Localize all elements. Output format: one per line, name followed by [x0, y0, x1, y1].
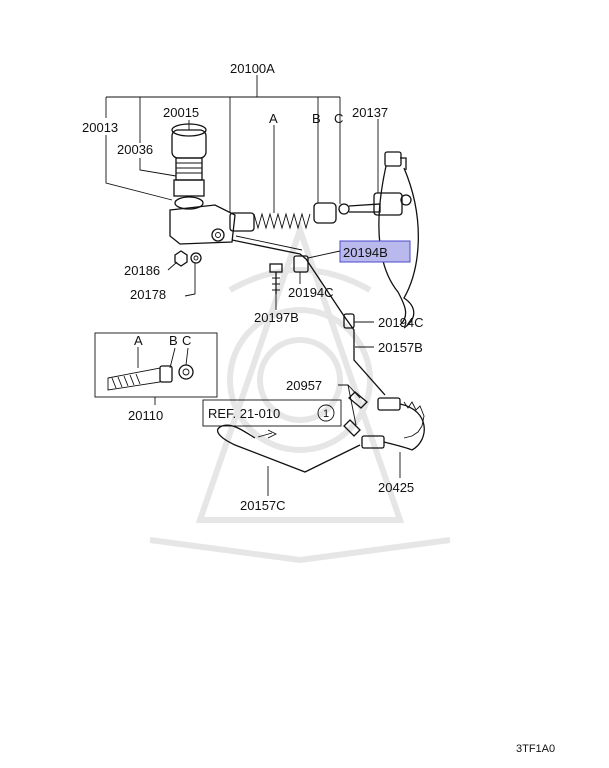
label-ref-c: C [334, 111, 343, 126]
highlight-box [339, 240, 411, 263]
label-ref-circle: 1 [323, 408, 329, 420]
label-clip2: 20194C [378, 315, 424, 330]
watermark-emblem [149, 220, 451, 564]
label-hose: 20425 [378, 480, 414, 495]
label-kit-a: A [134, 333, 143, 348]
label-nut: 20186 [124, 263, 160, 278]
label-ref-a: A [269, 111, 278, 126]
label-diagram-code: 3TF1A0 [516, 743, 555, 755]
label-cap: 20036 [117, 142, 153, 157]
label-bracket-highlight[interactable]: 20194B [343, 245, 388, 260]
label-ref-text: REF. 21-010 [208, 406, 280, 421]
label-reservoir: 20015 [163, 105, 199, 120]
label-clevis: 20137 [352, 105, 388, 120]
label-kit-c: C [182, 333, 191, 348]
label-ref-b: B [312, 111, 321, 126]
clutch-pedal [378, 151, 419, 329]
label-washer: 20178 [130, 287, 166, 302]
label-pipe-c: 20157C [240, 498, 286, 513]
master-cylinder-assembly [169, 123, 412, 245]
reference-box [202, 399, 342, 427]
clutch-hose [343, 391, 425, 451]
label-bolt: 20197B [254, 310, 299, 325]
label-clip1: 20194C [288, 285, 334, 300]
label-pipe-b: 20157B [378, 340, 423, 355]
label-kit-b: B [169, 333, 178, 348]
nut-and-washer [174, 250, 202, 267]
label-kit: 20110 [128, 408, 163, 423]
bracket-clips [269, 255, 355, 329]
leader-lines [105, 75, 401, 496]
label-cylinder-left: 20013 [82, 120, 118, 135]
kit-inset [94, 332, 218, 398]
label-clip3: 20957 [286, 378, 322, 393]
label-assembly: 20100A [230, 61, 275, 76]
